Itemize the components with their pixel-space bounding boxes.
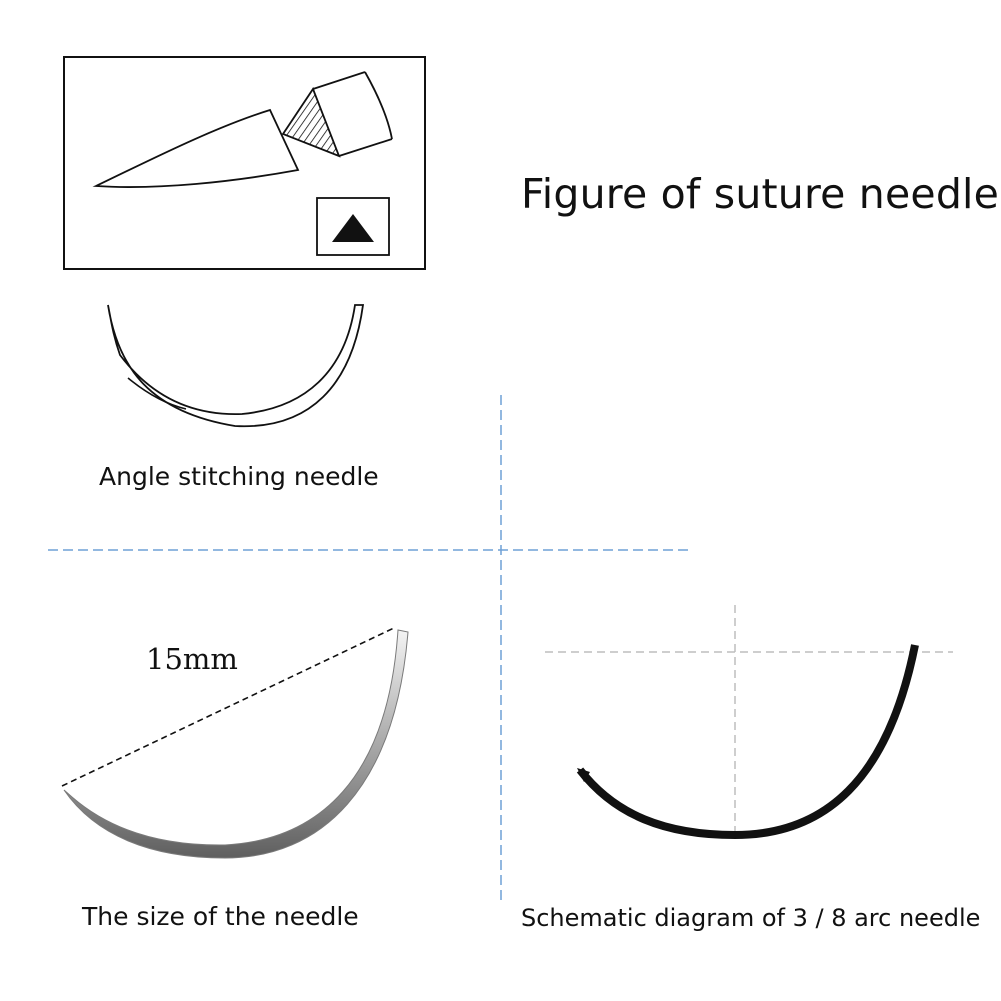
needle-blade-outline (92, 108, 300, 188)
needle-shank-outline (312, 71, 393, 157)
caption-needle-size: The size of the needle (82, 902, 359, 931)
arc-schematic-drawing (545, 605, 953, 840)
needle-length-label: 15mm (146, 642, 238, 676)
arc-needle-point (577, 768, 590, 782)
needle-size-drawing (61, 626, 409, 859)
arc-needle-stroke (576, 644, 919, 840)
tip-symbol-box (316, 197, 390, 256)
hatched-cross-section (281, 87, 341, 158)
curved-needle-outline (107, 304, 365, 428)
caption-angle-stitching-needle: Angle stitching needle (99, 462, 379, 491)
angle-stitching-needle-drawing (107, 304, 365, 428)
metal-needle (63, 629, 409, 859)
triangle-up-icon (332, 214, 374, 242)
detail-frame (63, 56, 426, 270)
needle-point-edge (127, 377, 187, 410)
caption-arc-schematic: Schematic diagram of 3 / 8 arc needle (521, 904, 981, 932)
page-title: Figure of suture needle (521, 170, 1000, 218)
cross-section-detail (63, 56, 426, 270)
dimension-dashed-line (61, 626, 397, 787)
